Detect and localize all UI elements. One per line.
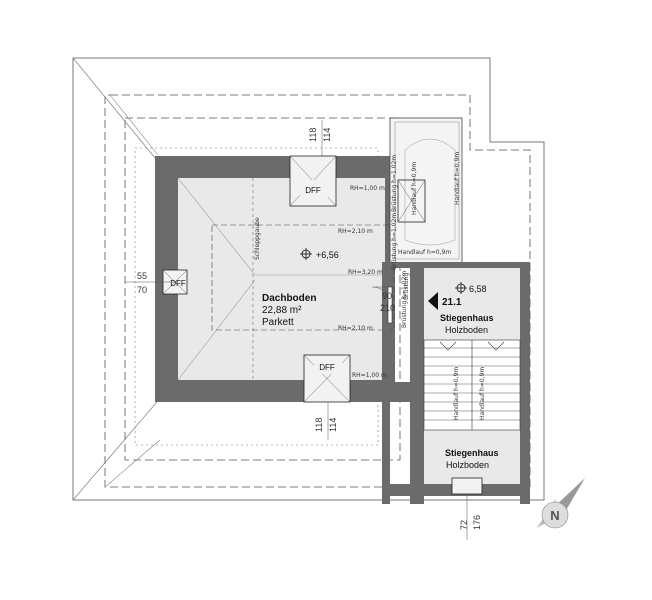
- dim-top-b: 114: [322, 128, 332, 142]
- stair-upper-number: 21.1: [442, 297, 462, 308]
- brustung-label-1: Brüstung h=1,02m: [391, 155, 398, 212]
- level-marker-icon: [300, 248, 312, 260]
- dim-stair-a: 72: [459, 520, 469, 530]
- rh-210-top: RH=2,10 m: [338, 228, 373, 235]
- roof-dashed-inner: [124, 117, 401, 461]
- handlauf-label-c: Handlauf h=0,9m: [411, 162, 418, 215]
- stair-upper-floor: Holzboden: [445, 325, 488, 335]
- door-leaf: [387, 286, 393, 324]
- rh-320: RH=3,20 m: [348, 269, 383, 276]
- stair-lower-name: Stiegenhaus: [445, 448, 499, 458]
- stair-wall-left: [382, 262, 390, 504]
- stair-wall-right: [520, 262, 530, 504]
- rh-top: RH=1,00 m: [350, 185, 385, 192]
- stair-wall-inner: [410, 262, 424, 504]
- attic-area: 22,88 m²: [262, 305, 302, 316]
- attic-name: Dachboden: [262, 293, 316, 304]
- section-arrow-icon: [428, 292, 438, 310]
- dim-left-b: 70: [137, 285, 147, 295]
- stair-opening: [397, 179, 426, 223]
- handlauf-label-b: Handlauf h=0,9m: [454, 152, 461, 205]
- hip-line: [109, 94, 159, 156]
- dim-top-a: 118: [308, 128, 318, 142]
- stair-wall-top: [390, 262, 530, 268]
- window-stair: [451, 477, 483, 495]
- handlauf-label-a: Handlauf h=0,9m: [398, 249, 451, 256]
- handlauf-lower-2: Handlauf h=0,9m: [479, 367, 486, 420]
- roof-dotted: [134, 147, 379, 446]
- brustung-label-3: Brüstung h=1,02m: [401, 271, 408, 328]
- svg-text:N: N: [550, 508, 559, 523]
- hip-line: [104, 439, 161, 488]
- north-arrow-icon: N: [537, 478, 585, 529]
- dim-door-a: 90: [382, 291, 392, 301]
- window-bottom-label: DFF: [319, 363, 335, 372]
- brustung-label-2: Brüstung h=1,02m: [391, 213, 398, 270]
- stair-lower-floor: Holzboden: [446, 460, 489, 470]
- dim-stair-b: 176: [472, 515, 482, 530]
- stair-upper-name: Stiegenhaus: [440, 313, 494, 323]
- window-top-label: DFF: [305, 186, 321, 195]
- window-left-label: DFF: [170, 279, 186, 288]
- dim-door-b: 210: [380, 303, 395, 313]
- brustung-label-4: Brüstung: [403, 273, 410, 300]
- ridge-line: [177, 177, 256, 276]
- stair-winder: [404, 138, 456, 246]
- dim-left-a: 55: [137, 271, 147, 281]
- level-marker-icon: [455, 282, 467, 294]
- rh-210-bottom: RH=2,10 m: [338, 325, 373, 332]
- dim-bottom-b: 114: [328, 418, 338, 432]
- attic-floor: [178, 178, 385, 380]
- handlauf-lower-1: Handlauf h=0,9m: [453, 367, 460, 420]
- dim-bottom-a: 118: [314, 418, 324, 432]
- schleppgaube-label: Schleppgaube: [254, 217, 261, 260]
- stair-upper-level: 6,58: [469, 284, 487, 294]
- attic-floor-label: Parkett: [262, 317, 294, 328]
- stair-flights: [423, 339, 521, 431]
- attic-level: +6,56: [316, 250, 339, 260]
- stair-upper-landing: [389, 117, 463, 264]
- dormer-outline: [211, 224, 395, 331]
- rh-bottom: RH=1,00 m: [352, 372, 387, 379]
